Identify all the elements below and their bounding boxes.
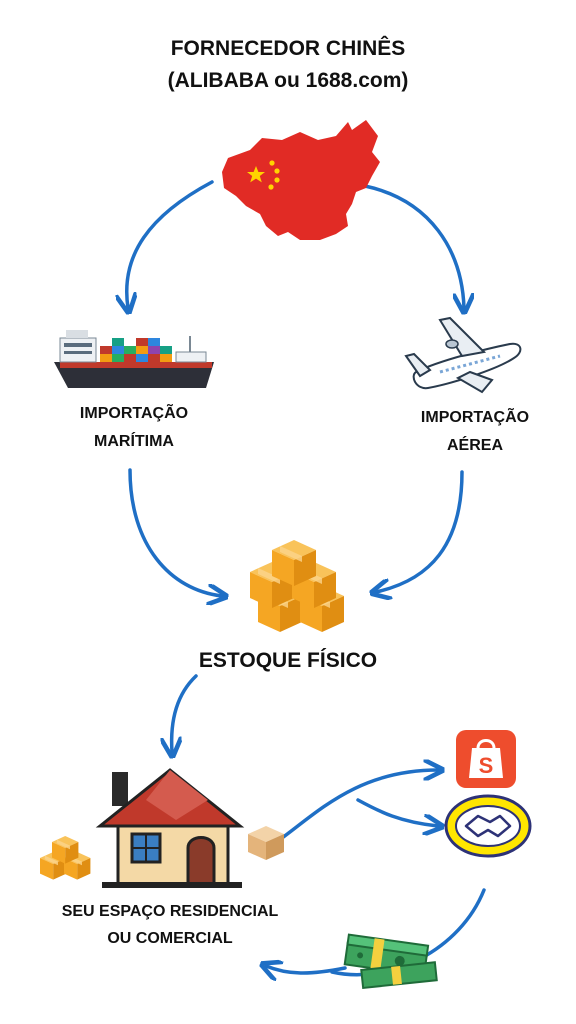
- svg-text:S: S: [479, 753, 494, 778]
- supplier-title: FORNECEDOR CHINÊS: [170, 37, 406, 60]
- shopee-logo: S: [456, 730, 516, 788]
- destination-label-line2: OU COMERCIAL: [107, 930, 233, 947]
- airplane-icon: [404, 316, 522, 394]
- air-import-label-line1: IMPORTAÇÃO: [420, 409, 530, 426]
- parcel-icon: [248, 826, 284, 860]
- arrow-home-to-shopee: [280, 770, 438, 840]
- mercado-livre-logo: [444, 794, 532, 858]
- flow-arrows: [127, 180, 486, 975]
- boxes-icon: [250, 540, 344, 632]
- china-map-icon: [222, 120, 380, 240]
- sea-import-label-line1: IMPORTAÇÃO: [79, 405, 189, 422]
- small-boxes-icon: [40, 836, 91, 880]
- stock-label: ESTOQUE FÍSICO: [198, 649, 378, 672]
- destination-label-line1: SEU ESPAÇO RESIDENCIAL: [61, 903, 279, 920]
- arrow-money-return: [266, 966, 347, 973]
- arrow-stock-to-home: [172, 674, 198, 752]
- air-import-label-line2: AÉREA: [446, 437, 503, 454]
- arrow-air-to-stock: [376, 470, 464, 592]
- money-icon: [343, 933, 438, 990]
- supplier-subtitle: (ALIBABA ou 1688.com): [167, 69, 409, 92]
- arrow-home-to-mercadolivre: [356, 798, 438, 826]
- arrow-china-to-sea: [127, 180, 214, 308]
- arrow-china-to-air: [363, 184, 464, 308]
- container-ship-icon: [54, 330, 214, 388]
- sea-import-label-line2: MARÍTIMA: [94, 433, 174, 450]
- house-icon: [95, 768, 245, 888]
- arrow-sea-to-stock: [128, 468, 222, 596]
